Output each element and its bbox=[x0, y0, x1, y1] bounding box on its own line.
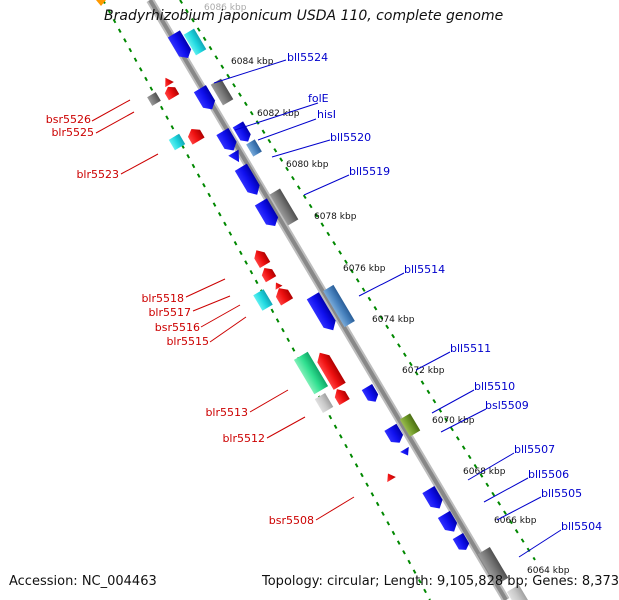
gene-label: blr5518 bbox=[141, 292, 184, 305]
gene-label: folE bbox=[308, 92, 329, 105]
right-gene-labels: bll5524 folE hisI bll5520 bll5519 bll551… bbox=[287, 51, 602, 533]
kbp-tick: 6066 kbp bbox=[494, 516, 537, 526]
genome-map: 6086 kbp 6084 kbp 6082 kbp 6080 kbp 6078… bbox=[46, 0, 602, 600]
reverse-genes bbox=[147, 77, 396, 483]
gene-blr5513 bbox=[293, 351, 329, 395]
gene-label: blr5517 bbox=[148, 306, 191, 319]
left-gene-labels: bsr5526 blr5525 blr5523 blr5518 blr5517 … bbox=[46, 113, 314, 527]
gene-label: bll5520 bbox=[330, 131, 371, 144]
gene-label: hisI bbox=[317, 108, 336, 121]
forward-genes bbox=[167, 28, 530, 600]
kbp-tick: 6072 kbp bbox=[402, 366, 445, 376]
gene-label: bll5506 bbox=[528, 468, 569, 481]
right-leader-lines bbox=[213, 59, 562, 558]
gene-label: bll5507 bbox=[514, 443, 555, 456]
kbp-tick: 6084 kbp bbox=[231, 57, 274, 67]
genome-title: Bradyrhizobium japonicum USDA 110, compl… bbox=[104, 8, 504, 24]
gene-bll5520 bbox=[246, 139, 262, 157]
gene-label: bll5505 bbox=[541, 487, 582, 500]
gene-bll5524-neighbor bbox=[167, 30, 192, 59]
gene-label: bsl5509 bbox=[485, 399, 529, 412]
gene-label: bsr5526 bbox=[46, 113, 91, 126]
gene-blr5515 bbox=[253, 289, 273, 311]
outer-dotted-ruler bbox=[179, 0, 536, 561]
gene-label: bll5511 bbox=[450, 342, 491, 355]
gene-bll5505 bbox=[452, 533, 470, 550]
kbp-tick: 6082 kbp bbox=[257, 109, 300, 119]
gene-label: blr5512 bbox=[222, 432, 265, 445]
gene-bll5514-neighbor bbox=[306, 292, 336, 331]
gene-bll5514 bbox=[323, 284, 355, 328]
gene-bsr5526 bbox=[165, 77, 174, 88]
gene-bll5504-neighbor bbox=[477, 546, 509, 586]
gene-blr5518 bbox=[254, 250, 271, 268]
kbp-tick: 6080 kbp bbox=[286, 160, 329, 170]
orange-feature bbox=[96, 0, 106, 6]
kbp-tick: 6076 kbp bbox=[343, 264, 386, 274]
gene-bll5506 bbox=[437, 510, 458, 532]
gene-label: bll5510 bbox=[474, 380, 515, 393]
gene-blr5512 bbox=[314, 393, 334, 413]
gene-label: blr5513 bbox=[205, 406, 248, 419]
gene-label: blr5523 bbox=[76, 168, 119, 181]
kbp-tick: 6068 kbp bbox=[463, 467, 506, 477]
kbp-tick: 6086 kbp bbox=[204, 3, 247, 13]
gene-bll5510 bbox=[384, 423, 404, 443]
accession-text: Accession: NC_004463 bbox=[9, 574, 157, 589]
gene-bll5507 bbox=[422, 485, 443, 509]
kbp-tick: 6074 kbp bbox=[372, 315, 415, 325]
gene-bll5504 bbox=[506, 584, 530, 600]
gene-bsl5509 bbox=[400, 446, 409, 456]
gene-label: bll5524 bbox=[287, 51, 328, 64]
gene-bsr5516 bbox=[275, 282, 283, 290]
gene-hisI bbox=[232, 121, 251, 142]
kbp-tick: 6070 kbp bbox=[432, 416, 475, 426]
gene-bsr5508 bbox=[387, 473, 396, 483]
kbp-tick: 6064 kbp bbox=[527, 566, 570, 576]
gene-label: blr5515 bbox=[166, 335, 209, 348]
gene-folE bbox=[216, 127, 237, 151]
gene-label: bsr5508 bbox=[269, 514, 314, 527]
left-leader-lines bbox=[91, 99, 355, 521]
kbp-tick-labels: 6086 kbp 6084 kbp 6082 kbp 6080 kbp 6078… bbox=[204, 3, 570, 576]
gene-blr5517 bbox=[261, 267, 277, 283]
gene-label: bll5504 bbox=[561, 520, 602, 533]
gene-label: bll5519 bbox=[349, 165, 390, 178]
gene-bll5511 bbox=[361, 384, 379, 402]
genome-info-text: Topology: circular; Length: 9,105,828 bp… bbox=[262, 574, 619, 589]
gene-blr5523 bbox=[168, 133, 186, 151]
gene-label: bll5514 bbox=[404, 263, 445, 276]
gene-blr5525 bbox=[147, 92, 161, 106]
gene-bll5524 bbox=[193, 85, 216, 110]
gene-bll5519 bbox=[234, 163, 260, 195]
kbp-tick: 6078 kbp bbox=[314, 212, 357, 222]
gene-label: blr5525 bbox=[51, 126, 94, 139]
gene-label: bsr5516 bbox=[155, 321, 200, 334]
